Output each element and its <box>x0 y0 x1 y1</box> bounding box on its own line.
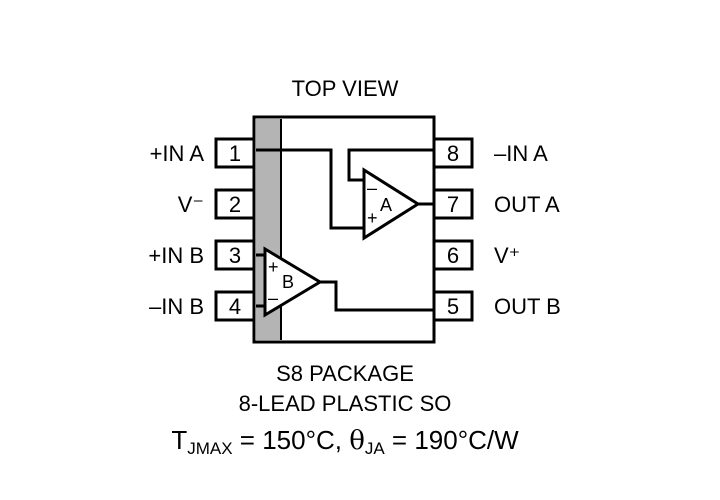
pin-8-number: 8 <box>447 141 459 166</box>
top-view-title: TOP VIEW <box>292 76 399 101</box>
pin-3: 3 +IN B <box>148 239 256 271</box>
pin-5-number: 5 <box>447 294 459 319</box>
package-description: 8-LEAD PLASTIC SO <box>239 391 452 416</box>
pin-6: 6 V⁺ <box>432 239 520 271</box>
op-amp-a: – + A <box>362 167 421 241</box>
theta-subscript: JA <box>365 439 386 458</box>
pin-7-label: OUT A <box>494 192 560 217</box>
pin-7-number: 7 <box>447 192 459 217</box>
pin-7: 7 OUT A <box>432 188 560 220</box>
pin-3-label: +IN B <box>148 243 204 268</box>
pin-4: 4 –IN B <box>149 290 256 322</box>
pin-8: 8 –IN A <box>432 137 548 169</box>
pin-6-label: V⁺ <box>494 243 520 268</box>
op-amp-a-plus: + <box>367 208 378 228</box>
pin-4-label: –IN B <box>149 294 204 319</box>
pin-2: 2 V⁻ <box>178 188 256 220</box>
pin-1-number: 1 <box>229 141 241 166</box>
op-amp-a-name: A <box>380 195 392 215</box>
pin-5: 5 OUT B <box>432 290 561 322</box>
op-amp-b: + – B <box>263 246 323 318</box>
op-amp-b-minus: – <box>268 288 278 308</box>
tjmax-symbol: T <box>171 425 187 455</box>
pin-1-label: +IN A <box>150 141 205 166</box>
pin-8-label: –IN A <box>494 141 548 166</box>
op-amp-a-symbol <box>362 167 421 241</box>
pin-5-label: OUT B <box>494 294 561 319</box>
internal-wiring <box>256 148 434 312</box>
package-name: S8 PACKAGE <box>276 361 414 386</box>
theta-symbol: θ <box>349 426 365 456</box>
pin-3-number: 3 <box>229 243 241 268</box>
tjmax-subscript: JMAX <box>187 439 232 458</box>
op-amp-b-plus: + <box>268 257 279 277</box>
op-amp-a-minus: – <box>367 178 377 198</box>
pin-2-label: V⁻ <box>178 192 204 217</box>
op-amp-b-symbol <box>263 246 323 318</box>
pin-1: 1 +IN A <box>150 137 256 169</box>
theta-value: = 190°C/W <box>385 425 519 455</box>
tjmax-value: = 150°C, <box>233 425 350 455</box>
pin-4-number: 4 <box>229 294 241 319</box>
op-amp-b-name: B <box>282 272 294 292</box>
pin-6-number: 6 <box>447 243 459 268</box>
pin-2-number: 2 <box>229 192 241 217</box>
thermal-spec: TJMAX = 150°C, θJA = 190°C/W <box>171 425 519 458</box>
